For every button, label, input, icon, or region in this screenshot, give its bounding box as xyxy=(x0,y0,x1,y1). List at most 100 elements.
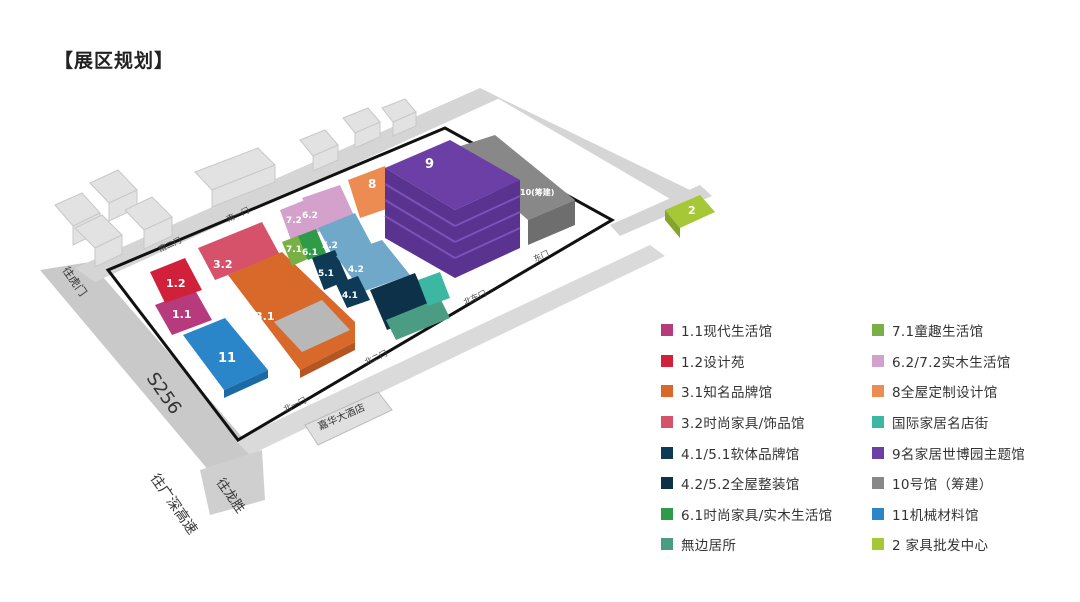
legend-item: 8全屋定制设计馆 xyxy=(872,376,1072,407)
legend-label: 6.2/7.2实木生活馆 xyxy=(892,354,1011,371)
road-east xyxy=(610,185,712,236)
legend-item: 7.1童趣生活馆 xyxy=(872,315,1072,346)
legend-label: 10号馆（筹建） xyxy=(892,477,993,494)
hall-label-10: 10(筹建) xyxy=(520,187,554,197)
hall-label-7-1: 7.1 xyxy=(286,245,302,255)
hall-9-floor-line xyxy=(454,195,521,227)
road-top xyxy=(75,88,500,282)
gate-label-north-east: 北东门 xyxy=(462,288,488,307)
hall-label-9: 9 xyxy=(425,157,434,172)
legend-swatch xyxy=(872,354,884,367)
hall-label-5-2: 5.2 xyxy=(322,241,338,251)
legend-swatch xyxy=(872,507,884,520)
legend-swatch xyxy=(661,477,673,490)
legend-item: 10号馆（筹建） xyxy=(872,468,1072,499)
legend-item: 4.1/5.1软体品牌馆 xyxy=(661,437,872,468)
legend-label: 11机械材料馆 xyxy=(892,507,979,524)
hall-label-3-1: 3.1 xyxy=(255,310,275,323)
hall-9-floor-line xyxy=(384,215,456,259)
legend-swatch xyxy=(661,385,673,398)
road-bottom xyxy=(235,245,665,455)
hall-6-1 xyxy=(298,229,326,260)
site-boundary xyxy=(105,126,616,442)
hall-label-4-2: 4.2 xyxy=(348,265,364,275)
page-title: 【展区规划】 xyxy=(54,50,175,72)
hall-11 xyxy=(183,318,268,390)
roads xyxy=(40,88,712,515)
building xyxy=(211,164,276,208)
hall-gray-block xyxy=(274,300,350,352)
hall-international-street xyxy=(386,298,450,340)
legend-swatch xyxy=(661,416,673,429)
legend-swatch xyxy=(872,446,884,459)
legend-item: 9名家居世博园主题馆 xyxy=(872,437,1072,468)
legend-label: 4.2/5.2全屋整装馆 xyxy=(681,477,800,494)
hall-label-1-1: 1.1 xyxy=(172,308,192,321)
direction-label-guangshen: 往广深高速 xyxy=(147,471,201,538)
legend-label: 3.1知名品牌馆 xyxy=(681,385,773,402)
legend-label: 4.1/5.1软体品牌馆 xyxy=(681,446,800,463)
hall-2 xyxy=(665,195,715,228)
legend-item: 4.2/5.2全屋整装馆 xyxy=(661,468,872,499)
legend-label: 9名家居世博园主题馆 xyxy=(892,446,1026,463)
hall-label-6-2: 6.2 xyxy=(302,211,318,221)
legend-swatch xyxy=(661,354,673,367)
legend-swatch xyxy=(661,538,673,551)
legend-item: 無边居所 xyxy=(661,529,872,560)
legend-label: 無边居所 xyxy=(681,538,737,555)
hall-label-6-1: 6.1 xyxy=(302,248,318,258)
hall-1-2 xyxy=(150,258,202,303)
legend-swatch xyxy=(872,538,884,551)
legend-item: 6.2/7.2实木生活馆 xyxy=(872,346,1072,377)
legend-swatch xyxy=(872,477,884,490)
hall-9 xyxy=(385,140,520,210)
legend-item: 1.1现代生活馆 xyxy=(661,315,872,346)
hall-label-4-1: 4.1 xyxy=(342,291,358,301)
legend-item: 1.2设计苑 xyxy=(661,346,872,377)
hall-label-5-1: 5.1 xyxy=(318,269,334,279)
hall-3-2 xyxy=(198,222,280,280)
hall-label-7-2: 7.2 xyxy=(286,216,302,226)
hall-9-floors xyxy=(385,168,520,278)
legend-item: 6.1时尚家具/实木生活馆 xyxy=(661,499,872,530)
building xyxy=(94,234,123,268)
map-legend: 1.1现代生活馆 7.1童趣生活馆 1.2设计苑 6.2/7.2实木生活馆 3.1知名品… xyxy=(661,315,1072,560)
legend-label: 1.2设计苑 xyxy=(681,354,745,371)
legend-swatch xyxy=(872,416,884,429)
legend-swatch xyxy=(661,507,673,520)
legend-item: 3.2时尚家具/饰品馆 xyxy=(661,407,872,438)
background-buildings xyxy=(54,98,417,268)
legend-label: 7.1童趣生活馆 xyxy=(892,324,984,341)
hall-2-side xyxy=(665,210,680,238)
legend-label: 8全屋定制设计馆 xyxy=(892,385,998,402)
legend-label: 国际家居名店街 xyxy=(892,416,989,433)
legend-swatch xyxy=(872,324,884,337)
legend-label: 2 家具批发中心 xyxy=(892,538,989,555)
hall-label-8: 8 xyxy=(368,177,376,191)
hall-9-floor-line xyxy=(454,227,521,259)
legend-swatch xyxy=(661,446,673,459)
legend-item: 2 家具批发中心 xyxy=(872,529,1072,560)
legend-item: 3.1知名品牌馆 xyxy=(661,376,872,407)
hall-label-1-2: 1.2 xyxy=(166,277,186,290)
building xyxy=(312,144,339,172)
hall-3-1-side xyxy=(300,342,355,378)
hall-11-side xyxy=(224,370,268,398)
hall-9-floor-line xyxy=(384,183,456,227)
hall-9-floor-line xyxy=(454,211,521,243)
building xyxy=(143,216,173,250)
gate-label-north2: 北二门 xyxy=(363,348,389,367)
legend-item: 11机械材料馆 xyxy=(872,499,1072,530)
hall-label-11: 11 xyxy=(218,351,236,366)
hall-teal-strip xyxy=(418,272,450,306)
legend-label: 1.1现代生活馆 xyxy=(681,324,773,341)
halls xyxy=(150,135,715,446)
legend-label: 6.1时尚家具/实木生活馆 xyxy=(681,507,833,524)
legend-item: 国际家居名店街 xyxy=(872,407,1072,438)
road-south-branch xyxy=(200,450,265,515)
hall-label-2: 2 xyxy=(688,204,696,217)
hall-10-side xyxy=(528,200,575,245)
hall-4-1 xyxy=(336,276,370,308)
building xyxy=(354,121,381,149)
